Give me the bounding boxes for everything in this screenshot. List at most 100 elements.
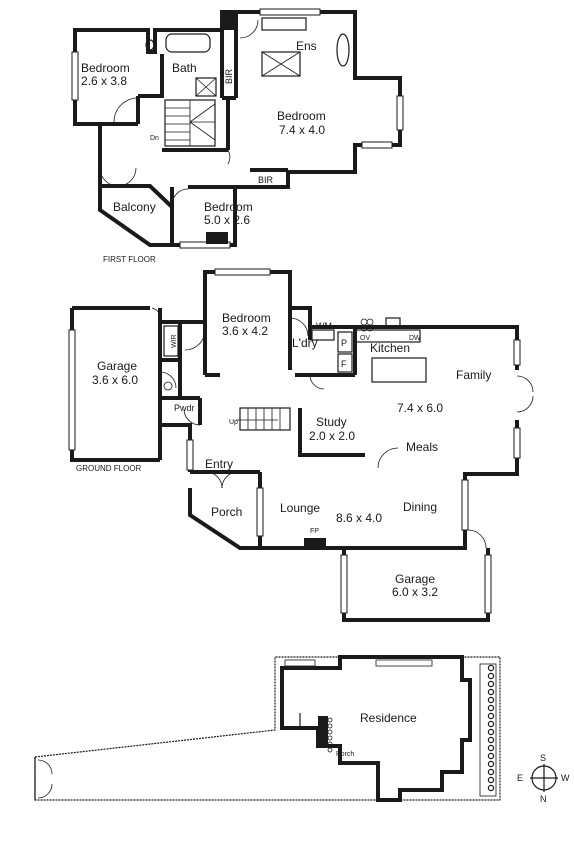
- window-entry: [186, 439, 194, 471]
- ens-label: Ens: [296, 39, 317, 53]
- window-bedroom-s: [179, 241, 231, 249]
- compass-west: W: [561, 773, 570, 783]
- shrub-icon: [487, 728, 495, 736]
- first-floor-heading: FIRST FLOOR: [103, 255, 156, 264]
- vanity: [261, 17, 307, 31]
- fireplace: [304, 538, 326, 548]
- balcony-wall: [98, 186, 172, 247]
- door-swing: [113, 97, 139, 123]
- residence-label: Residence: [360, 711, 417, 725]
- pantry-label: P: [341, 338, 347, 348]
- window-main-south: [361, 141, 393, 149]
- garage-w-name: Garage: [97, 359, 137, 373]
- shrub-icon: [487, 744, 495, 752]
- heater: [206, 232, 228, 244]
- bedroom-main-name: Bedroom: [277, 109, 326, 123]
- window-bedroom-main: [396, 95, 404, 131]
- shrub-icon: [487, 776, 495, 784]
- kitchen-label: Kitchen: [370, 341, 410, 355]
- planter-dots: [284, 659, 497, 797]
- window-family: [513, 339, 521, 366]
- bath-label: Bath: [172, 61, 197, 75]
- shrub-icon: [487, 712, 495, 720]
- shrub-icon: [327, 735, 333, 741]
- shrub-icon: [487, 704, 495, 712]
- porch-wall: [188, 488, 260, 550]
- door-swing-gf: [184, 329, 206, 351]
- shrubs: [327, 664, 495, 792]
- first-floor-outer-wall: [73, 10, 402, 247]
- porch-planter: [318, 716, 328, 746]
- fridge-label: F: [341, 359, 347, 369]
- shrub-icon: [487, 680, 495, 688]
- stair-ground-floor: [236, 407, 291, 431]
- compass-south: S: [540, 753, 546, 763]
- stair-dn-label: Dn: [150, 135, 159, 142]
- ov-label: OV: [360, 335, 370, 342]
- shrub-icon: [487, 664, 495, 672]
- compass-east: E: [517, 773, 523, 783]
- shower: [261, 51, 301, 77]
- balcony-label: Balcony: [113, 200, 156, 214]
- wir-label: WIR: [171, 334, 178, 348]
- shrub-icon: [487, 736, 495, 744]
- kitchen-island: [371, 357, 427, 383]
- toilet: [145, 39, 155, 51]
- stair-up-label: Up: [229, 419, 238, 426]
- ens-bath: [336, 33, 350, 67]
- window-ens: [259, 8, 321, 16]
- window-garage-w: [68, 329, 76, 451]
- window-bedroom-nw: [71, 51, 79, 101]
- pwdr-label: Pwdr: [174, 403, 195, 413]
- ground-floor-plan: Garage 3.6 x 6.0 WIR Bedroom 3.6 x 4.2 W…: [68, 268, 534, 622]
- bir-horizontal-label: BIR: [258, 175, 274, 185]
- first-floor-interior-walls: [98, 12, 288, 245]
- window-dining: [461, 479, 469, 531]
- study-size: 2.0 x 2.0: [309, 429, 355, 443]
- bedroom-gf-name: Bedroom: [222, 311, 271, 325]
- bedroom-nw-size: 2.6 x 3.8: [81, 74, 127, 88]
- wm-label: WM: [316, 321, 332, 331]
- entry-label: Entry: [205, 457, 233, 471]
- garage-w-size: 3.6 x 6.0: [92, 373, 138, 387]
- compass-north: N: [540, 794, 547, 804]
- family-label: Family: [456, 368, 491, 382]
- shrub-icon: [487, 672, 495, 680]
- window-meals: [513, 427, 521, 459]
- dw-label: DW: [409, 335, 421, 342]
- window-garage-s-w: [340, 554, 348, 614]
- lounge-label: Lounge: [280, 501, 320, 515]
- washing-machine: [311, 329, 335, 341]
- ground-floor-heading: GROUND FLOOR: [76, 464, 142, 473]
- shrub-icon: [487, 696, 495, 704]
- residence-outline: [280, 655, 472, 802]
- shrub-icon: [487, 760, 495, 768]
- bedroom-main-size: 7.4 x 4.0: [279, 123, 325, 137]
- meals-label: Meals: [406, 440, 438, 454]
- laundry-label: L'dry: [292, 336, 318, 350]
- porch-label: Porch: [211, 505, 242, 519]
- window-bedroom-gf: [214, 268, 271, 276]
- window-lounge: [256, 487, 264, 537]
- shrub-icon: [487, 752, 495, 760]
- shrub-icon: [487, 784, 495, 792]
- site-plan: Residence Porch: [34, 655, 501, 802]
- pantry: [337, 331, 353, 353]
- stair-first-floor: [164, 99, 216, 147]
- garage-s-name: Garage: [395, 572, 435, 586]
- shrub-icon: [487, 688, 495, 696]
- fp-label: FP: [310, 528, 319, 535]
- study-name: Study: [316, 415, 347, 429]
- bedroom-s-name: Bedroom: [204, 200, 253, 214]
- shrub-icon: [487, 720, 495, 728]
- shrub-icon: [487, 768, 495, 776]
- shrub-icon: [327, 747, 333, 753]
- shrub-icon: [327, 723, 333, 729]
- first-floor-plan: Bedroom 2.6 x 3.8 Bath BIR Ens Bedroom 7…: [71, 8, 404, 264]
- shrub-icon: [327, 729, 333, 735]
- bir-vertical-label: BIR: [224, 68, 234, 84]
- bedroom-s-size: 5.0 x 2.6: [204, 213, 250, 227]
- bedroom-nw-name: Bedroom: [81, 61, 130, 75]
- living-size: 7.4 x 6.0: [397, 401, 443, 415]
